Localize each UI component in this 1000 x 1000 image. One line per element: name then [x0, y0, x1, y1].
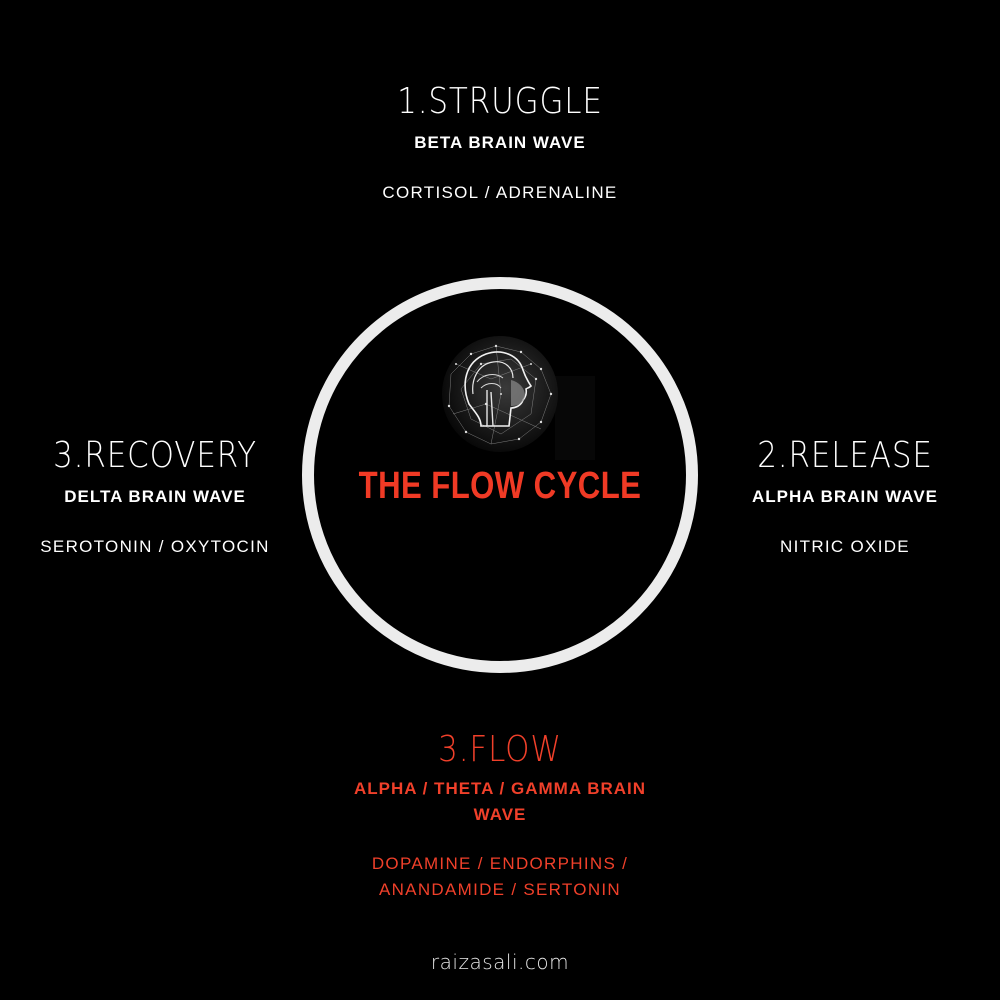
diagram-title: THE FLOW CYCLE	[358, 465, 642, 507]
stage-title: 3.FLOW	[438, 729, 562, 770]
stage-recovery: 3.RECOVERY DELTA BRAIN WAVE SEROTONIN / …	[5, 436, 305, 560]
stage-release: 2.RELEASE ALPHA BRAIN WAVE NITRIC OXIDE	[695, 436, 995, 560]
stage-struggle: 1.STRUGGLE BETA BRAIN WAVE CORTISOL / AD…	[300, 82, 700, 206]
stage-chemicals-line1: DOPAMINE / ENDORPHINS /	[371, 854, 629, 873]
stage-chemicals-line2: ANANDAMIDE / SERTONIN	[378, 880, 622, 899]
footer-website: raizasali.com	[430, 950, 570, 974]
brain-head-network-icon	[442, 336, 558, 452]
stage-brain-wave: DELTA BRAIN WAVE	[64, 487, 246, 506]
stage-chemicals: SEROTONIN / OXYTOCIN	[40, 537, 270, 556]
stage-title: 2.RELEASE	[757, 435, 933, 476]
stage-title: 3.RECOVERY	[53, 435, 257, 476]
image-shadow	[555, 376, 595, 460]
stage-flow: 3.FLOW ALPHA / THETA / GAMMA BRAIN WAVE …	[300, 730, 700, 903]
stage-chemicals: CORTISOL / ADRENALINE	[382, 183, 618, 202]
stage-brain-wave: ALPHA BRAIN WAVE	[752, 487, 938, 506]
stage-title: 1.STRUGGLE	[397, 81, 603, 122]
stage-brain-wave-line1: ALPHA / THETA / GAMMA BRAIN	[353, 779, 647, 798]
stage-brain-wave: BETA BRAIN WAVE	[414, 133, 586, 152]
stage-chemicals: NITRIC OXIDE	[780, 537, 910, 556]
stage-brain-wave-line2: WAVE	[473, 805, 527, 824]
